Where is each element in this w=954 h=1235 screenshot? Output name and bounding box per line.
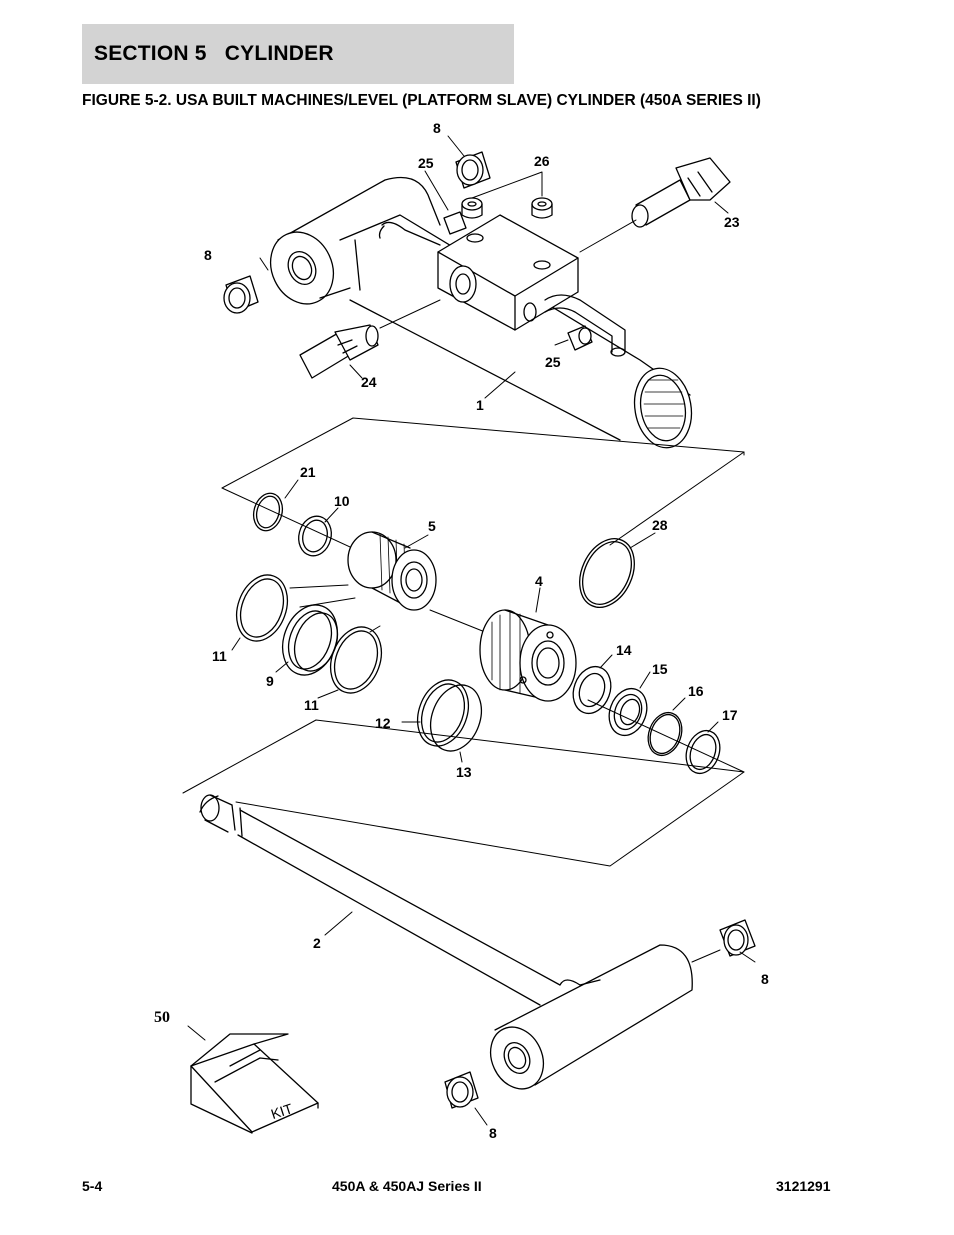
leader-lines-upper [259, 135, 729, 399]
callout-9: 9 [266, 673, 274, 689]
footer-model: 450A & 450AJ Series II [332, 1178, 482, 1194]
callout-28: 28 [652, 517, 668, 533]
rod-end [489, 944, 693, 1090]
piston-5 [347, 531, 437, 611]
callout-8-top: 8 [433, 120, 441, 136]
seal-10 [298, 515, 332, 557]
cylinder-head-4 [479, 609, 577, 702]
bushing-8-bottom [444, 1071, 479, 1109]
bushing-8-left [223, 275, 259, 314]
callout-26: 26 [534, 153, 550, 169]
footer-doc-number: 3121291 [776, 1178, 831, 1194]
barrel-assembly [269, 176, 693, 449]
ring-12 [416, 679, 470, 747]
ring-17 [685, 729, 721, 775]
group-outline-rod [182, 719, 745, 867]
o-ring-28 [579, 538, 635, 608]
fitting-23 [631, 157, 731, 228]
footer-page-number: 5-4 [82, 1178, 103, 1194]
callout-25-top: 25 [418, 155, 434, 171]
callout-16: 16 [688, 683, 704, 699]
leader-lines-lower [324, 911, 756, 1126]
callout-11-left: 11 [212, 648, 227, 664]
callout-11-mid: 11 [304, 697, 319, 713]
section-header: SECTION 5 CYLINDER [82, 24, 514, 84]
group-outline-piston [221, 417, 745, 546]
callout-13: 13 [456, 764, 472, 780]
callout-8-right: 8 [761, 971, 769, 987]
plug-25-top [443, 211, 467, 235]
ring-13 [429, 684, 483, 752]
bushing-8-right [719, 919, 756, 957]
snap-ring-21 [252, 492, 284, 532]
plug-26b [531, 197, 553, 219]
callout-15: 15 [652, 661, 668, 677]
leader-lines-middle [231, 479, 719, 763]
callouts: 8 25 26 23 8 24 25 1 21 10 5 28 4 11 9 1… [154, 120, 769, 1141]
ring-11-mid [329, 626, 383, 694]
callout-10: 10 [334, 493, 350, 509]
callout-50: 50 [154, 1009, 170, 1026]
ring-11-left [235, 574, 289, 642]
bushing-8-top [455, 151, 491, 189]
callout-2: 2 [313, 935, 321, 951]
figure-title: FIGURE 5-2. USA BUILT MACHINES/LEVEL (PL… [82, 92, 761, 109]
ring-16 [647, 711, 683, 757]
kit-label: KIT [269, 1100, 295, 1122]
callout-8-bottom: 8 [489, 1125, 497, 1141]
callout-12: 12 [375, 715, 391, 731]
plug-26a [461, 197, 483, 219]
section-title: SECTION 5 CYLINDER [94, 42, 334, 65]
plug-25-mid [567, 325, 593, 351]
callout-8-left: 8 [204, 247, 212, 263]
callout-25-mid: 25 [545, 354, 561, 370]
callout-23: 23 [724, 214, 740, 230]
ring-9 [281, 604, 339, 676]
wiper-15 [608, 687, 648, 737]
callout-24: 24 [361, 374, 377, 390]
callout-1: 1 [476, 397, 484, 413]
callout-21: 21 [300, 464, 316, 480]
kit-box: KIT [187, 1025, 319, 1134]
callout-4: 4 [535, 573, 543, 589]
callout-17: 17 [722, 707, 738, 723]
callout-14: 14 [616, 642, 632, 658]
fitting-24 [299, 324, 379, 379]
cylinder-rod-2 [199, 794, 561, 1006]
callout-5: 5 [428, 518, 436, 534]
